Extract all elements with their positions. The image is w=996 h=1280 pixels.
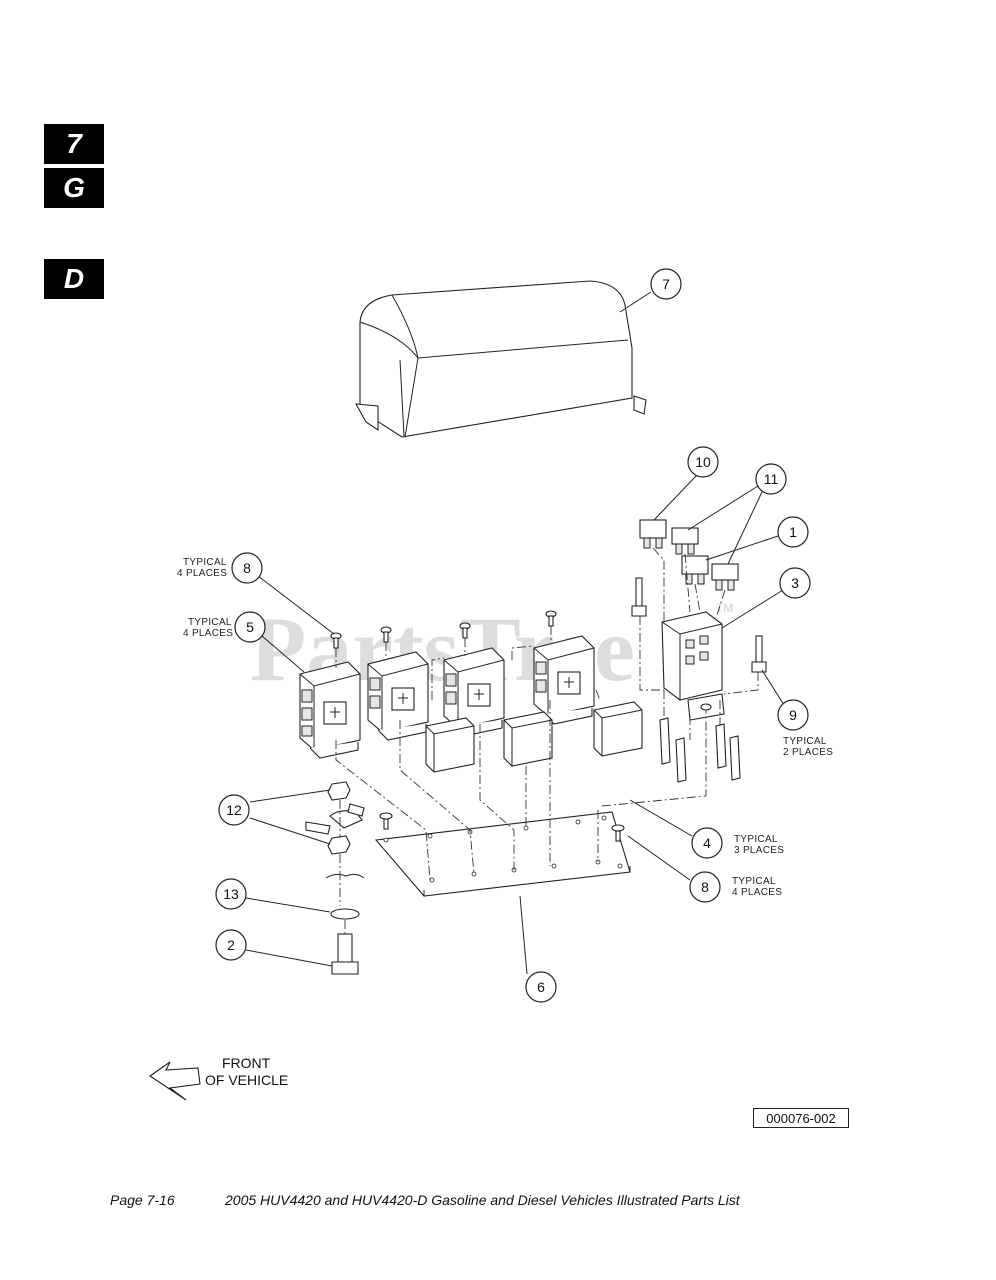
screw-group-top [330, 610, 557, 649]
cover-part-7 [355, 280, 647, 438]
svg-text:8: 8 [243, 560, 251, 576]
fuse-group [639, 519, 739, 591]
section-tab-d[interactable]: D [44, 259, 104, 299]
note-8-lower-line2: 4 PLACES [732, 887, 782, 898]
footer-page-number: Page 7-16 [110, 1192, 175, 1208]
note-4-line2: 3 PLACES [734, 845, 784, 856]
note-4-line1: TYPICAL [734, 834, 778, 845]
note-8-lower-line1: TYPICAL [732, 876, 776, 887]
callout-5: 5 [234, 611, 266, 643]
front-label-line2: OF VEHICLE [205, 1072, 288, 1088]
bolt-2-shank [337, 933, 353, 963]
callout-3: 3 [779, 567, 811, 599]
svg-text:9: 9 [789, 707, 797, 723]
screw-plate-left [379, 812, 393, 830]
callout-9: 9 [777, 699, 809, 731]
callout-6: 6 [525, 971, 557, 1003]
svg-text:4: 4 [703, 835, 711, 851]
svg-text:13: 13 [223, 886, 239, 902]
svg-text:12: 12 [226, 802, 242, 818]
svg-text:7: 7 [662, 276, 670, 292]
screw-plate-part-8 [611, 824, 625, 842]
note-9-line2: 2 PLACES [783, 747, 833, 758]
relay-cube-1 [425, 717, 475, 773]
footer-title: 2005 HUV4420 and HUV4420-D Gasoline and … [225, 1192, 740, 1208]
relay-socket-1 [299, 661, 361, 759]
watermark-tm: TM [716, 601, 733, 615]
relay-cube-group [425, 701, 643, 773]
front-label-line1: FRONT [222, 1055, 271, 1071]
svg-text:2: 2 [227, 937, 235, 953]
bolt-group-part-9 [631, 577, 767, 673]
washer-13 [330, 908, 360, 920]
callout-10: 10 [687, 446, 719, 478]
terminal-strips [659, 717, 741, 783]
callout-8-lower: 8 [689, 871, 721, 903]
assembly-lines [335, 547, 759, 934]
callout-2: 2 [215, 929, 247, 961]
bolt-2-head [331, 961, 359, 975]
hardware-stack [305, 781, 365, 975]
fuse-block-part-3 [661, 611, 725, 721]
relay-socket-group [299, 635, 595, 759]
callout-12: 12 [218, 794, 250, 826]
relay-socket-3 [443, 647, 505, 737]
relay-cube-3 [593, 701, 643, 757]
note-8-upper-line2: 4 PLACES [177, 568, 227, 579]
svg-text:11: 11 [764, 471, 779, 487]
note-5-line1: TYPICAL [188, 617, 232, 628]
section-tab-7[interactable]: 7 [44, 124, 104, 164]
relay-cube-2 [503, 711, 553, 767]
leader-lines [245, 291, 785, 975]
section-tab-g[interactable]: G [44, 168, 104, 208]
callout-11: 11 [755, 463, 787, 495]
note-8-upper-line1: TYPICAL [183, 557, 227, 568]
mounting-plate-part-6 [374, 811, 631, 897]
callout-1: 1 [777, 516, 809, 548]
svg-text:6: 6 [537, 979, 545, 995]
note-9-line1: TYPICAL [783, 736, 827, 747]
fuse-10 [639, 519, 667, 549]
svg-text:1: 1 [789, 524, 797, 540]
svg-text:10: 10 [695, 454, 711, 470]
callout-4: 4 [691, 827, 723, 859]
callout-7: 7 [650, 268, 682, 300]
fuse-11a [671, 527, 699, 555]
svg-text:5: 5 [246, 619, 254, 635]
svg-text:8: 8 [701, 879, 709, 895]
relay-socket-4 [533, 635, 595, 725]
relay-socket-2 [367, 651, 429, 741]
nut-12-top [327, 781, 351, 801]
nut-12-bottom [327, 835, 351, 855]
drawing-number: 000076-002 [753, 1108, 849, 1128]
front-arrow-icon [149, 1061, 201, 1101]
fuse-11b [711, 563, 739, 591]
note-5-line2: 4 PLACES [183, 628, 233, 639]
svg-text:3: 3 [791, 575, 799, 591]
callout-8-upper: 8 [231, 552, 263, 584]
callout-13: 13 [215, 878, 247, 910]
fuse-1 [681, 555, 709, 585]
